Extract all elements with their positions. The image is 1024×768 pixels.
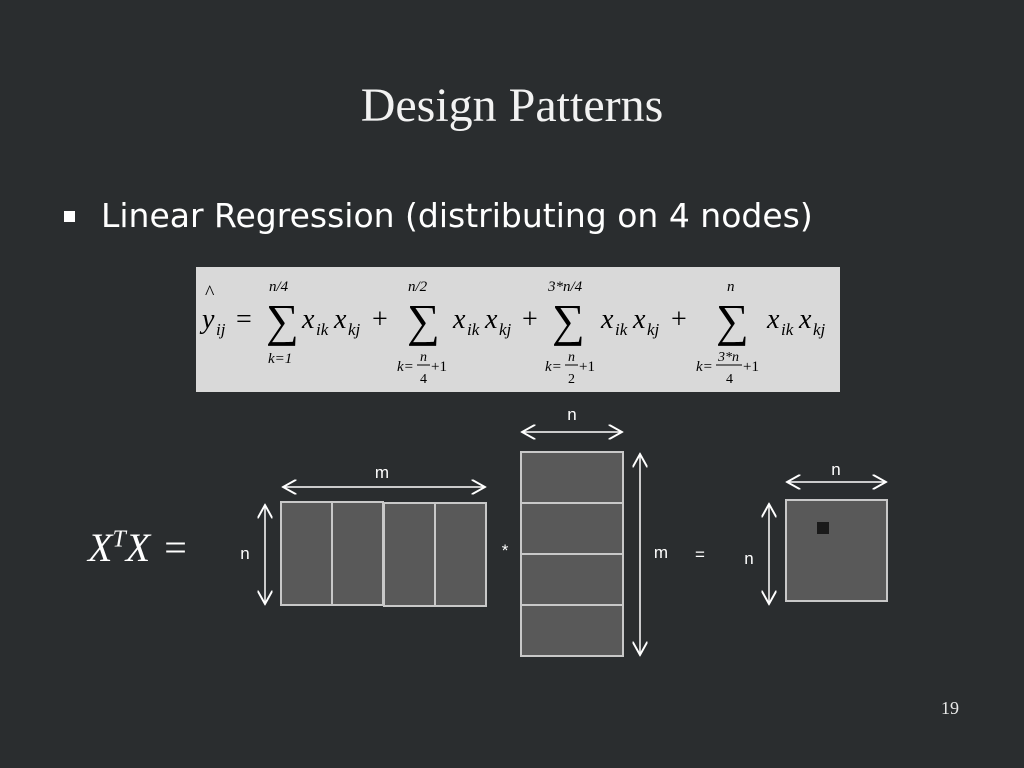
right-matrix-block-4 xyxy=(520,604,624,657)
right-matrix-height-label: m xyxy=(654,543,668,562)
right-matrix xyxy=(520,451,624,657)
sum4-term-x1: x xyxy=(766,304,780,335)
sum2-lower-denominator: 4 xyxy=(420,372,427,387)
sum1-term-x1: x xyxy=(301,304,315,335)
sum3-lower-numerator: n xyxy=(568,350,575,365)
transpose-superscript: T xyxy=(112,526,126,553)
slide-title: Design Patterns xyxy=(360,79,664,132)
bullet-text: Linear Regression (distributing on 4 nod… xyxy=(101,196,813,235)
sum4-lower-denominator: 4 xyxy=(726,372,733,387)
right-matrix-block-2 xyxy=(520,502,624,555)
lhs-variable: y xyxy=(199,304,215,335)
regression-formula: ^ y ij = n/4 ∑ k=1 x ik x kj + n/2 ∑ k= … xyxy=(199,279,826,387)
sum1-upper-limit: n/4 xyxy=(269,279,289,295)
sum3-lower-denominator: 2 xyxy=(568,372,575,387)
result-matrix-width-label: n xyxy=(831,460,840,479)
plus-sign-1: + xyxy=(372,304,388,335)
sum4-term-x2: x xyxy=(798,304,812,335)
plus-sign-2: + xyxy=(522,304,538,335)
right-matrix-block-3 xyxy=(520,553,624,606)
sum3-term-x2: x xyxy=(632,304,646,335)
sum3-term-sub2: kj xyxy=(647,320,660,339)
sum4-symbol: ∑ xyxy=(716,295,749,346)
sum2-upper-limit: n/2 xyxy=(408,279,428,295)
sum1-term-sub1: ik xyxy=(316,320,329,339)
lhs-x2: X xyxy=(125,525,151,570)
sum2-term-x2: x xyxy=(484,304,498,335)
left-matrix-block-4 xyxy=(434,502,487,607)
sum2-lower-numerator: n xyxy=(420,350,427,365)
result-matrix-height-label: n xyxy=(744,549,753,568)
plus-sign-3: + xyxy=(671,304,687,335)
right-matrix-width-label: n xyxy=(567,405,576,424)
lhs-subscript: ij xyxy=(216,320,226,339)
sum4-term-sub2: kj xyxy=(813,320,826,339)
sum2-lower-prefix: k= xyxy=(397,359,414,375)
left-matrix-block-2 xyxy=(331,501,384,606)
multiply-operator: * xyxy=(502,541,509,560)
sum2-term-sub2: kj xyxy=(499,320,512,339)
sum4-term-sub1: ik xyxy=(781,320,794,339)
matrix-equation-label: XTX = xyxy=(88,524,187,571)
sum2-term-sub1: ik xyxy=(467,320,480,339)
result-equals: = xyxy=(695,545,705,564)
sum4-lower-suffix: +1 xyxy=(743,359,759,375)
result-matrix xyxy=(785,499,888,602)
left-matrix-block-3 xyxy=(383,502,436,607)
lhs-x: X xyxy=(88,525,113,570)
sum1-term-sub2: kj xyxy=(348,320,361,339)
sum1-symbol: ∑ xyxy=(266,295,299,346)
formula-box: ^ y ij = n/4 ∑ k=1 x ik x kj + n/2 ∑ k= … xyxy=(196,267,840,392)
sum3-upper-limit: 3*n/4 xyxy=(547,279,583,295)
sum2-term-x1: x xyxy=(452,304,466,335)
sum3-lower-prefix: k= xyxy=(545,359,562,375)
sum4-upper-limit: n xyxy=(727,279,735,295)
square-bullet-icon xyxy=(64,211,75,222)
hat-symbol: ^ xyxy=(205,282,215,304)
sum3-symbol: ∑ xyxy=(552,295,585,346)
sum3-lower-suffix: +1 xyxy=(579,359,595,375)
sum4-lower-prefix: k= xyxy=(696,359,713,375)
left-matrix-height-label: n xyxy=(240,544,249,563)
left-matrix xyxy=(280,501,487,607)
sum4-lower-numerator: 3*n xyxy=(717,350,739,365)
lhs-equals: = xyxy=(164,525,187,570)
sum2-symbol: ∑ xyxy=(407,295,440,346)
left-matrix-block-1 xyxy=(280,501,333,606)
sum2-lower-suffix: +1 xyxy=(431,359,447,375)
equals-sign: = xyxy=(236,304,252,335)
sum1-term-x2: x xyxy=(333,304,347,335)
left-matrix-width-label: m xyxy=(375,463,389,482)
page-number: 19 xyxy=(941,698,959,718)
result-element-marker xyxy=(817,522,829,534)
right-matrix-block-1 xyxy=(520,451,624,504)
sum3-term-sub1: ik xyxy=(615,320,628,339)
sum3-term-x1: x xyxy=(600,304,614,335)
sum1-lower-limit: k=1 xyxy=(268,351,292,367)
